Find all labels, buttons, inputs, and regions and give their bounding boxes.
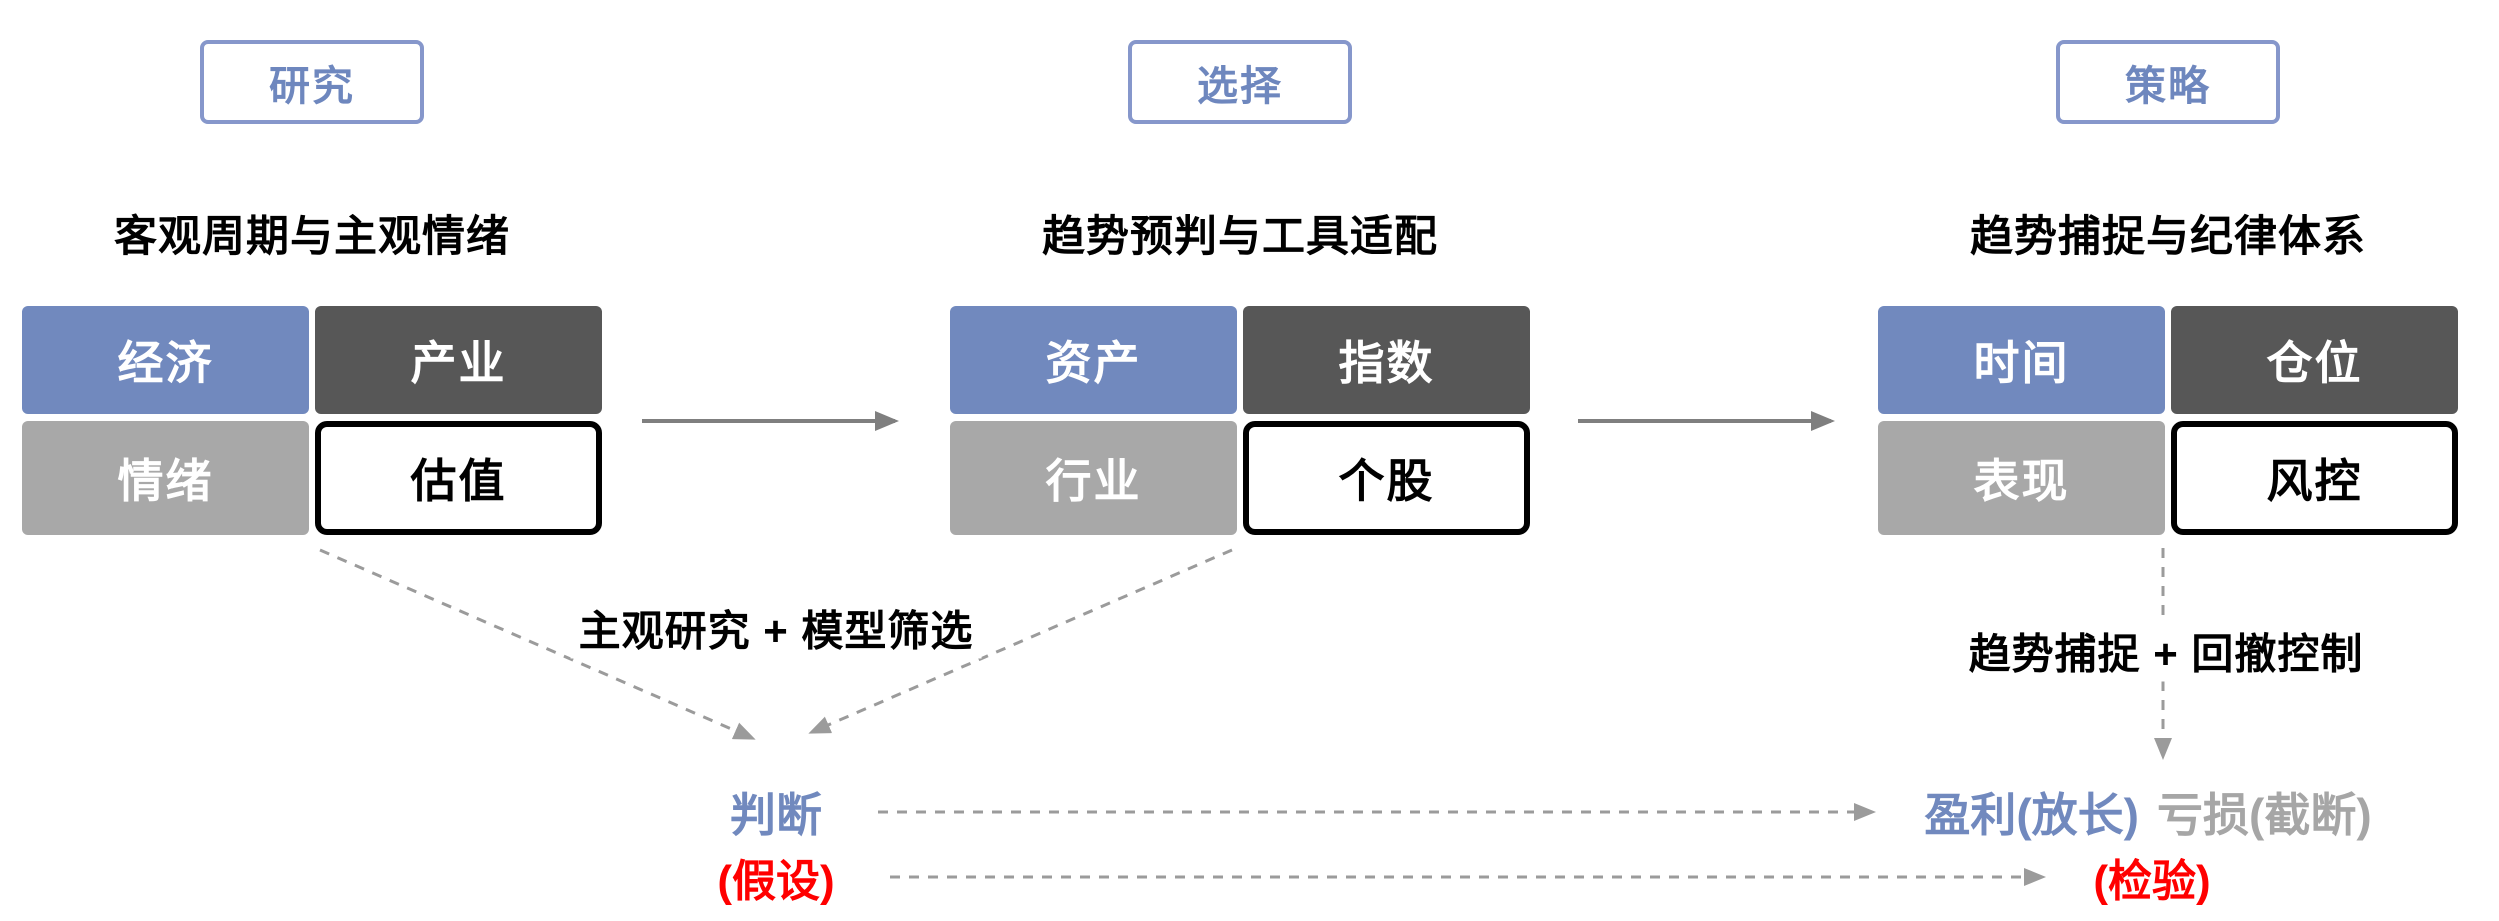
box-performance: 表现 [1878, 421, 2165, 535]
selection-badge-label: 选择 [1197, 63, 1283, 109]
profit-loss-label: 盈利(放长) 亏损(截断) [1916, 779, 2380, 845]
box-stock: 个股 [1243, 421, 1530, 535]
box-timing: 时间 [1878, 306, 2165, 414]
profit-label: 盈利(放长) [1924, 789, 2139, 841]
box-position: 仓位 [2171, 306, 2458, 414]
box-economy: 经济 [22, 306, 309, 414]
stage-research: 研究 客观周期与主观情绪 经济 产业 情绪 估值 [22, 0, 602, 921]
stage-selection: 选择 趋势预判与工具适配 资产 指数 行业 个股 [950, 0, 1530, 921]
strategy-method-label: 趋势捕捉 + 回撤控制 [1960, 620, 2372, 682]
judgement-label: 判断 [722, 779, 830, 845]
strategy-badge-label: 策略 [2125, 63, 2211, 109]
box-sector: 行业 [950, 421, 1237, 535]
research-badge-label: 研究 [269, 63, 355, 109]
selection-subtitle: 趋势预判与工具适配 [1042, 213, 1438, 261]
box-valuation: 估值 [315, 421, 602, 535]
research-grid: 经济 产业 情绪 估值 [22, 306, 602, 535]
box-industry: 产业 [315, 306, 602, 414]
research-badge: 研究 [200, 40, 424, 124]
research-subtitle: 客观周期与主观情绪 [114, 213, 510, 261]
box-index: 指数 [1243, 306, 1530, 414]
selection-badge: 选择 [1128, 40, 1352, 124]
strategy-badge: 策略 [2056, 40, 2280, 124]
research-method-label: 主观研究 + 模型筛选 [570, 597, 982, 659]
box-risk-control: 风控 [2171, 421, 2458, 535]
box-asset: 资产 [950, 306, 1237, 414]
hypothesis-label: (假设) [709, 845, 843, 909]
strategy-grid: 时间 仓位 表现 风控 [1878, 306, 2458, 535]
selection-grid: 资产 指数 行业 个股 [950, 306, 1530, 535]
strategy-subtitle: 趋势捕捉与纪律体系 [1970, 213, 2366, 261]
verification-label: (检验) [2085, 845, 2219, 909]
stage-strategy: 策略 趋势捕捉与纪律体系 时间 仓位 表现 风控 [1878, 0, 2458, 921]
loss-label: 亏损(截断) [2157, 789, 2372, 841]
box-sentiment: 情绪 [22, 421, 309, 535]
